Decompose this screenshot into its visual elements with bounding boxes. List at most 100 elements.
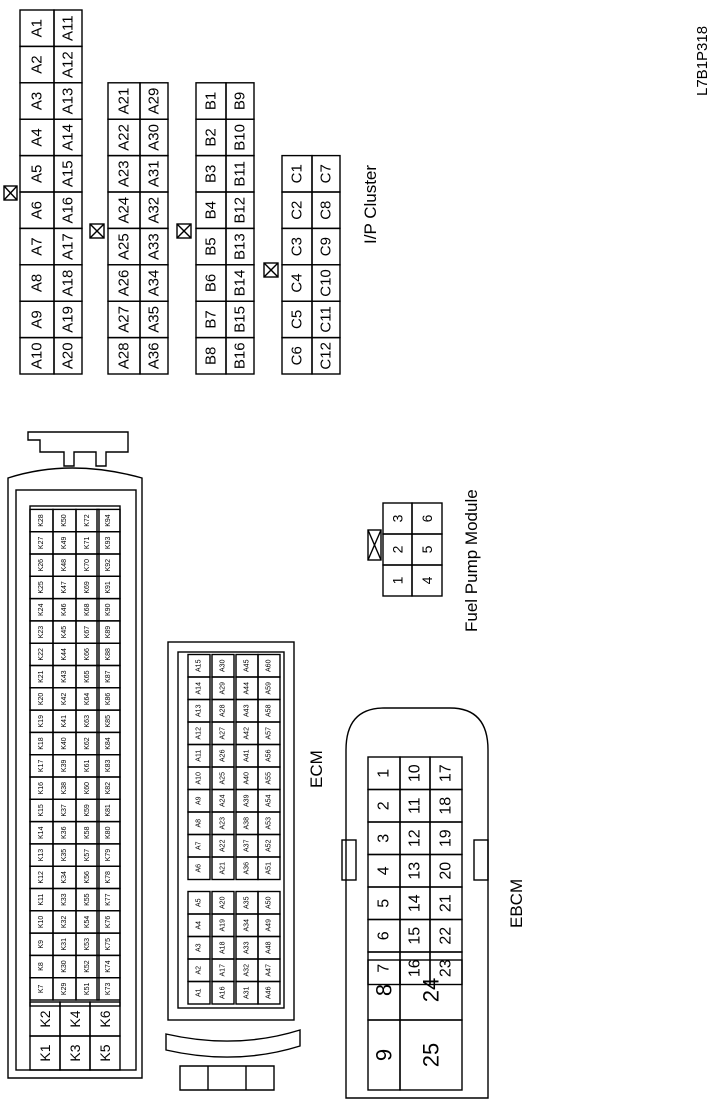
ecm-k-pin: K83 — [105, 760, 112, 773]
ecm-k-pin: K33 — [61, 893, 68, 906]
ecm-k-large-pin: K5 — [97, 1044, 113, 1061]
ecm-k-pin: K74 — [105, 960, 112, 973]
ecm-k-pin: K37 — [61, 804, 68, 817]
ecm-a-pin: A36 — [244, 862, 251, 875]
ip-pin: A13 — [60, 88, 77, 115]
ip-pin: A29 — [146, 88, 163, 115]
fuel-pump-pin: 3 — [390, 514, 406, 522]
ebcm-pin: 22 — [438, 927, 455, 945]
fuel-pump-pin: 6 — [419, 514, 435, 522]
ecm-a-pin: A11 — [196, 750, 203, 762]
ecm-k-large-pin: K3 — [67, 1044, 83, 1061]
ip-pin: A14 — [60, 124, 77, 151]
ebcm-large-pin: 8 — [372, 984, 397, 996]
ecm-k-pin-cell — [96, 508, 121, 533]
ecm-a-pin: A44 — [244, 682, 251, 695]
ip-cluster-key-icon — [89, 223, 105, 239]
ip-cluster-label: I/P Cluster — [361, 165, 380, 244]
ecm-a-pin: A22 — [220, 839, 227, 852]
ip-pin: B13 — [232, 233, 249, 260]
ip-pin: A4 — [29, 128, 46, 146]
ecm-k-pin: K86 — [105, 693, 112, 706]
ecm-k-pin: K40 — [61, 737, 68, 750]
ecm-k-pin: K17 — [38, 760, 45, 773]
ip-pin: C8 — [318, 201, 335, 220]
ecm-a-pin-cell — [257, 653, 281, 678]
ecm-a-pin: A43 — [244, 704, 251, 717]
ip-pin: A19 — [60, 306, 77, 333]
ip-pin: A22 — [116, 124, 133, 151]
ip-pin: A1 — [29, 19, 46, 37]
ecm-a-pin-cell — [257, 890, 281, 915]
ip-pin: B16 — [232, 342, 249, 369]
ecm-k-pin: K18 — [38, 737, 45, 750]
ebcm-large-pin: 24 — [419, 978, 444, 1002]
ip-pin-cell — [139, 82, 169, 120]
ip-pin: B5 — [203, 237, 220, 255]
ecm-k-pin: K42 — [61, 693, 68, 706]
ip-pin: B10 — [232, 124, 249, 151]
ecm-k-pin: K47 — [61, 581, 68, 594]
ecm-a-pin: A25 — [220, 772, 227, 785]
ecm-k-pin: K93 — [105, 537, 112, 550]
fuel-pump-key-icon — [367, 529, 382, 561]
ecm-a-pin: A7 — [196, 841, 203, 850]
ip-pin: B4 — [203, 201, 220, 219]
ecm-k-pin: K66 — [84, 648, 91, 661]
ecm-k-pin: K26 — [38, 559, 45, 572]
ip-pin-cell — [53, 9, 83, 48]
ip-pin: A7 — [29, 237, 46, 255]
ecm-k-pin: K20 — [38, 693, 45, 706]
ecm-k-pin: K70 — [84, 559, 91, 572]
ebcm-pin: 16 — [407, 959, 424, 977]
ip-pin: C1 — [289, 164, 306, 183]
fuel-pump-pin: 5 — [419, 545, 435, 553]
ecm-k-pin: K50 — [61, 514, 68, 527]
ebcm-pin: 14 — [407, 894, 424, 912]
ecm-k-pin: K60 — [84, 782, 91, 795]
ecm-k-pin: K85 — [105, 715, 112, 728]
ip-pin: A21 — [116, 88, 133, 115]
ebcm-pin: 12 — [407, 829, 424, 847]
ecm-k-pin: K84 — [105, 737, 112, 750]
ecm-k-pin: K34 — [61, 871, 68, 884]
ip-pin: A23 — [116, 160, 133, 187]
ecm-k-pin: K64 — [84, 693, 91, 706]
ebcm-pin: 17 — [438, 764, 455, 782]
ecm-k-large-pin: K1 — [37, 1044, 53, 1061]
ecm-a-pin: A10 — [196, 772, 203, 785]
ecm-k-pin: K28 — [38, 514, 45, 527]
ip-pin: B2 — [203, 128, 220, 146]
fuel-pump-pin-cell — [411, 502, 443, 535]
ecm-a-pin: A29 — [220, 682, 227, 695]
ecm-a-pin: A8 — [196, 819, 203, 828]
ecm-a-pin: A31 — [244, 986, 251, 999]
ecm-k-pin: K67 — [84, 626, 91, 639]
ecm-a-pin-cell — [211, 653, 235, 678]
ecm-k-large-pin: K4 — [67, 1010, 83, 1027]
ecm-a-pin-cell — [187, 890, 211, 915]
ecm-a-pin-cell — [187, 653, 211, 678]
ecm-a-pin: A26 — [220, 749, 227, 762]
ecm-a-pin: A2 — [196, 966, 203, 975]
ecm-a-pin: A5 — [196, 898, 203, 907]
ecm-k-pin: K21 — [38, 670, 45, 683]
ecm-k-pin: K79 — [105, 849, 112, 862]
ecm-a-pin: A23 — [220, 817, 227, 830]
ecm-k-pin: K38 — [61, 782, 68, 795]
ecm-a-pin: A20 — [220, 896, 227, 909]
ecm-k-pin: K71 — [84, 537, 91, 550]
ip-pin: A27 — [116, 306, 133, 333]
ebcm-pin: 13 — [407, 862, 424, 880]
ecm-k-pin: K39 — [61, 760, 68, 773]
ecm-k-pin: K36 — [61, 826, 68, 839]
ip-cluster-a-block-1: A10A9A8A7A6A5A4A3A2A1A20A19A18A17A16A15A… — [19, 9, 83, 375]
ecm-k-pin: K29 — [61, 983, 68, 996]
ip-pin: B3 — [203, 165, 220, 183]
ecm-k-pin: K7 — [38, 984, 45, 993]
ip-pin: A24 — [116, 197, 133, 224]
ecm-a-pin: A4 — [196, 921, 203, 930]
ip-pin: B15 — [232, 306, 249, 333]
